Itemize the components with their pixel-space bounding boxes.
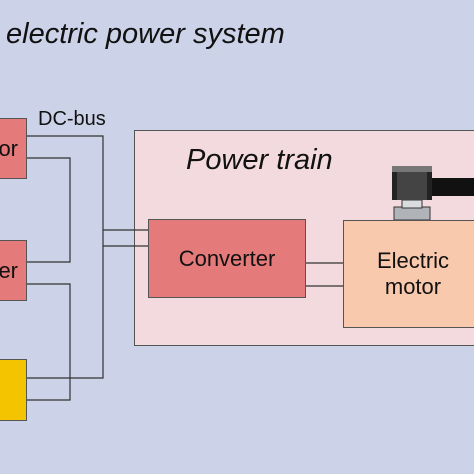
diagram-title: electric power system	[6, 18, 285, 50]
dc-bus-label: DC-bus	[38, 108, 106, 130]
bus-line-s1-outer	[27, 135, 104, 379]
motor-label-line2: motor	[384, 274, 442, 299]
source-box-1: or	[0, 118, 27, 179]
battery-box	[0, 359, 27, 421]
converter-box: Converter	[148, 219, 306, 298]
motor-shaft-icon	[392, 166, 474, 221]
bus-line-s1-inner	[27, 157, 71, 263]
source-box-2: er	[0, 240, 27, 301]
electric-motor-box: Electric motor	[343, 220, 474, 328]
motor-label-line1: Electric	[376, 248, 450, 274]
power-train-label: Power train	[186, 144, 333, 176]
source-1-label: or	[0, 135, 18, 161]
bus-line-s2-lower	[27, 283, 71, 401]
converter-label: Converter	[178, 245, 276, 271]
source-2-label: er	[0, 257, 18, 283]
